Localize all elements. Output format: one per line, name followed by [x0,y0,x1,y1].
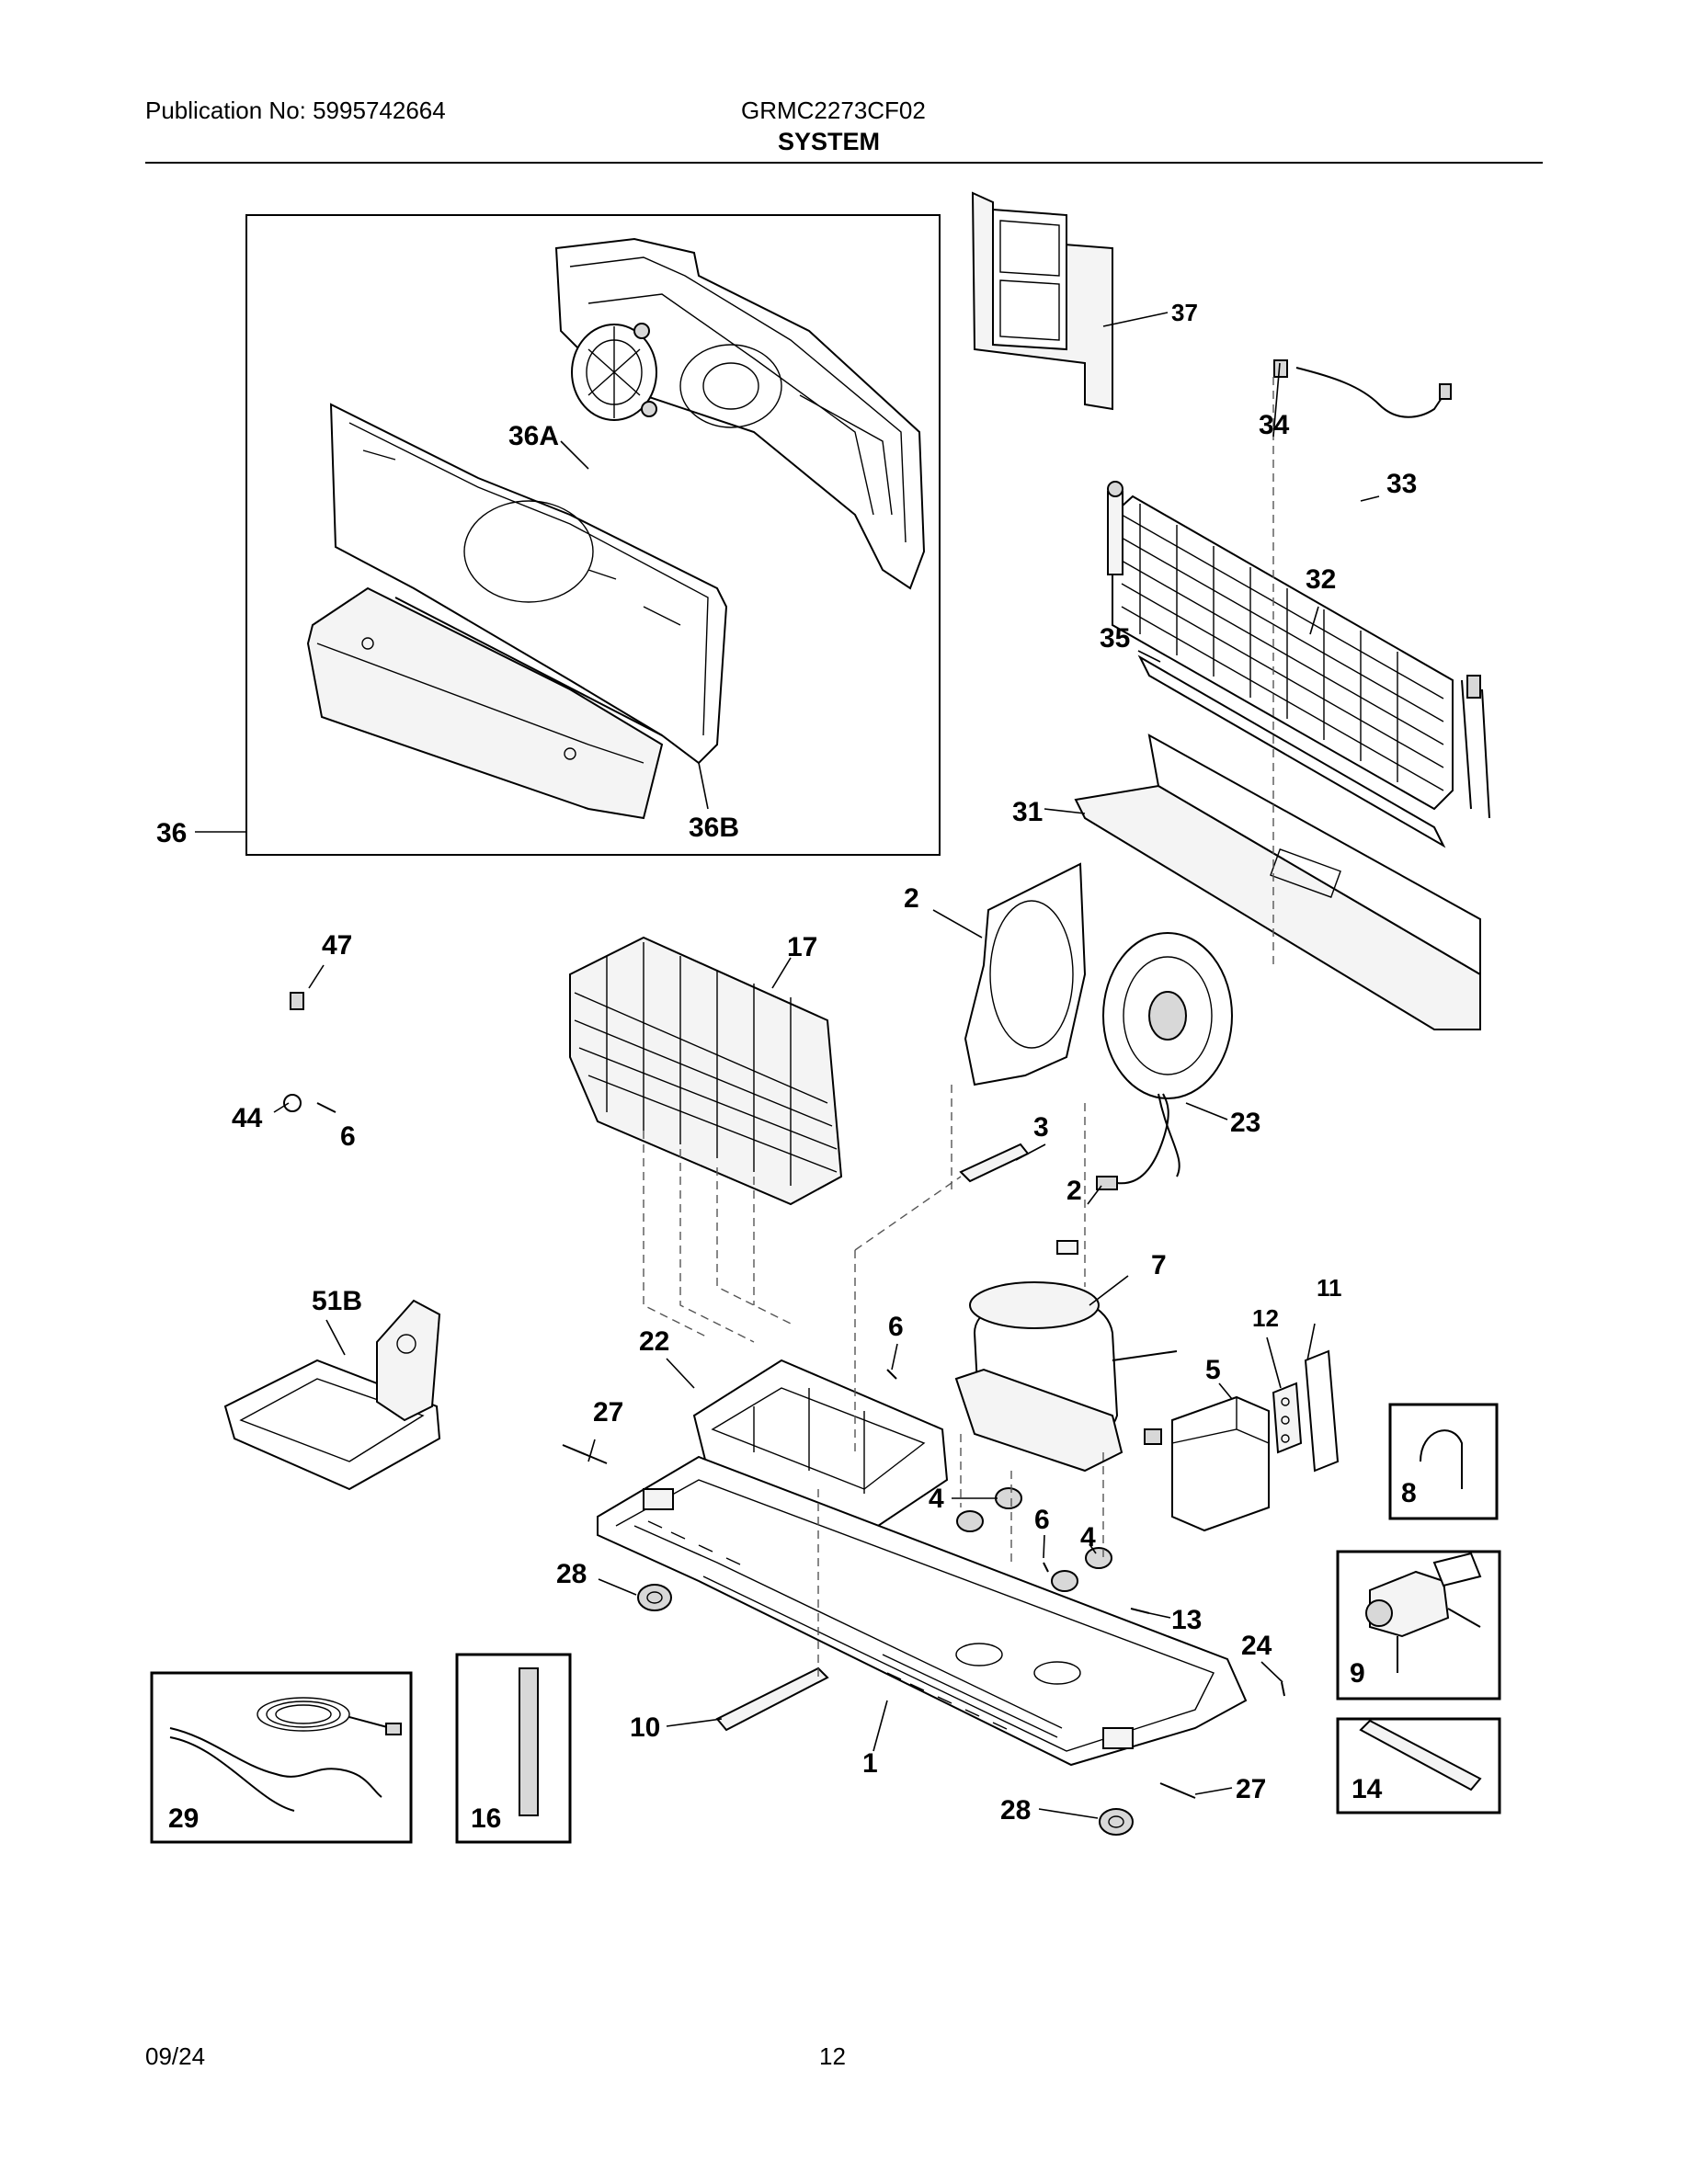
evaporator-coil-32 [1107,481,1490,819]
callout-33: 33 [1386,469,1417,499]
defrost-heater-35 [1137,654,1446,848]
publication-number: Publication No: 5995742664 [145,97,446,124]
screw-24 [1281,1681,1285,1697]
section-title: SYSTEM [778,128,881,155]
model-number: GRMC2273CF02 [741,97,926,124]
tube-14 [1359,1719,1482,1792]
callout-17: 17 [787,932,817,962]
callout-6-base: 6 [1034,1505,1050,1535]
wheel-28-left [637,1584,672,1611]
evaporator-fan-36a [571,323,657,421]
screw-6-base [1043,1562,1049,1573]
rail-10 [715,1666,829,1732]
screw-27-right [1159,1782,1196,1799]
callout-11: 11 [1317,1274,1342,1302]
callout-8: 8 [1401,1478,1417,1508]
drain-pan-51b [223,1299,441,1491]
evaporator-cover-36b [306,403,728,820]
wheel-28-right [1099,1808,1134,1836]
callout-10: 10 [630,1712,660,1743]
callout-7: 7 [1151,1250,1167,1280]
box-part-9 [1336,1550,1501,1701]
callout-51b: 51B [312,1286,362,1316]
grommet-4 [956,1487,1112,1592]
box-part-29 [150,1671,413,1844]
box-part-16 [455,1653,572,1844]
part-47 [290,964,325,1010]
condenser-fan-shroud-2 [964,862,1087,1086]
wire-harness-33 [1295,367,1452,418]
callout-16: 16 [471,1803,501,1834]
condenser-fan-23 [1102,932,1233,1177]
callout-2-shroud: 2 [904,883,919,914]
callout-35: 35 [1100,623,1130,654]
footer-date: 09/24 [145,2042,206,2070]
callout-3: 3 [1033,1112,1049,1143]
assembly-36-frame [245,214,941,856]
capacitor-5 [1144,1395,1270,1532]
box-part-14 [1336,1717,1501,1814]
box-part-8 [1388,1403,1499,1520]
drain-trough-31 [1074,734,1481,1030]
relay-12 [1272,1382,1303,1454]
callout-13: 13 [1171,1605,1202,1635]
callout-27-right: 27 [1236,1774,1266,1804]
water-valve-9 [1365,1552,1482,1673]
compressor-7 [954,1281,1178,1473]
bracket-3 [959,1143,1030,1183]
callout-12: 12 [1252,1304,1279,1332]
condenser-coil-17 [569,936,843,1206]
callout-2-clip: 2 [1066,1176,1082,1206]
power-cord-29 [169,1697,402,1812]
strip-16 [519,1667,539,1816]
callout-6-left: 6 [340,1121,356,1152]
callout-29: 29 [168,1803,199,1834]
callout-27-left: 27 [593,1397,623,1428]
callout-4-left: 4 [929,1484,944,1514]
screw-27-left [562,1444,608,1464]
callout-5: 5 [1205,1355,1221,1385]
callout-4-right: 4 [1080,1522,1096,1553]
panel-37 [971,191,1113,411]
screw-6-mount [886,1369,897,1380]
defrost-thermostat-34 [1273,359,1288,378]
callout-14: 14 [1352,1774,1383,1804]
tube-8 [1420,1429,1463,1489]
callout-24: 24 [1241,1631,1272,1661]
callout-28-left: 28 [556,1559,587,1589]
screw-13 [1130,1608,1150,1614]
callout-23: 23 [1230,1108,1260,1138]
callout-1: 1 [862,1748,878,1779]
callout-44: 44 [232,1103,263,1133]
callout-6-mount: 6 [888,1312,904,1342]
callout-36b: 36B [689,813,739,843]
callout-37: 37 [1171,299,1198,326]
callout-47: 47 [322,930,352,961]
callout-36: 36 [156,818,187,848]
callout-31: 31 [1012,797,1043,827]
cover-11 [1304,1349,1340,1473]
callout-32: 32 [1306,564,1336,595]
part-6-screw-left [316,1102,336,1113]
callout-9: 9 [1350,1658,1365,1689]
callout-22: 22 [639,1326,669,1357]
clip-2 [1056,1093,1169,1255]
base-pan-1 [597,1455,1248,1767]
part-44 [283,1094,302,1112]
callout-34: 34 [1259,410,1290,440]
callout-36a: 36A [508,421,559,451]
header-rule [145,162,1543,164]
page-number: 12 [819,2042,846,2070]
callout-28-right: 28 [1000,1795,1031,1826]
